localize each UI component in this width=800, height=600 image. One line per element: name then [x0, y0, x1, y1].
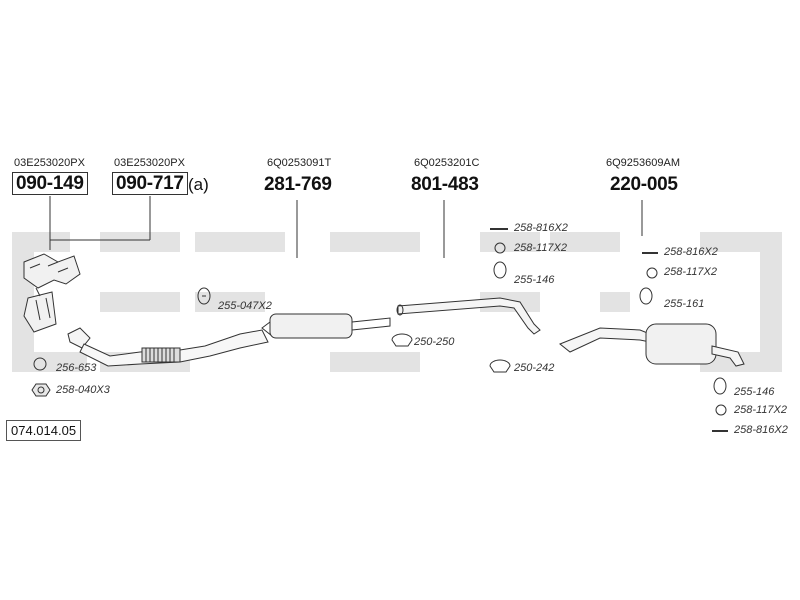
rubber-255-146b-icon	[713, 377, 727, 395]
clamp-250-250-icon	[391, 333, 413, 347]
rubber-255-161-icon	[639, 287, 653, 305]
manifold-part	[23, 253, 81, 289]
small-part-label: 255-047X2	[218, 300, 272, 312]
small-part-label: 255-146	[514, 274, 555, 286]
part-suffix-manifold-2: (a)	[188, 175, 209, 194]
resonator-part	[269, 313, 353, 339]
oem-code-middle-pipe: 6Q0253201C	[414, 157, 480, 169]
front-pipe-drawing	[67, 327, 91, 349]
small-part-label: 255-161	[664, 298, 705, 310]
small-part-label: 258-040X3	[56, 384, 110, 396]
small-part-label: 256-653	[56, 362, 97, 374]
rubber-255-146-icon	[493, 261, 507, 279]
nut-258-040X3-icon	[31, 383, 51, 397]
rubber-255-047X2-icon	[197, 287, 211, 305]
diagram-id: 074.014.05	[6, 420, 82, 441]
middle-pipe-drawing	[397, 297, 541, 335]
small-part-label: 258-117X2	[514, 242, 568, 254]
small-part-label: 250-250	[414, 336, 455, 348]
small-part-label: 258-117X2	[664, 266, 718, 278]
washer-258-117X2b-icon	[646, 267, 658, 279]
gasket-256-653-icon	[33, 357, 47, 371]
small-part-label: 258-117X2	[734, 404, 788, 416]
washer-258-117X2c-icon	[715, 404, 727, 416]
rear-silencer-part	[645, 323, 717, 365]
part-number-front-pipe[interactable]: 281-769	[264, 174, 332, 195]
clamp-250-242-icon	[489, 359, 511, 373]
small-part-label: 258-816X2	[514, 222, 568, 234]
part-number-manifold-2[interactable]: 090-717	[112, 172, 188, 195]
part-number-manifold-1[interactable]: 090-149	[12, 172, 88, 195]
part-number-rear-silencer[interactable]: 220-005	[610, 174, 678, 195]
oem-code-manifold-2: 03E253020PX	[114, 157, 185, 169]
small-part-label: 258-816X2	[664, 246, 718, 258]
small-part-label: 258-816X2	[734, 424, 788, 436]
oem-code-front-pipe: 6Q0253091T	[267, 157, 332, 169]
catalyst-part	[23, 291, 57, 333]
oem-code-manifold-1: 03E253020PX	[14, 157, 85, 169]
part-number-middle-pipe[interactable]: 801-483	[411, 174, 479, 195]
oem-code-rear-silencer: 6Q9253609AM	[606, 157, 680, 169]
small-part-label: 255-146	[734, 386, 775, 398]
washer-258-117X2-icon	[494, 242, 506, 254]
small-part-label: 250-242	[514, 362, 555, 374]
